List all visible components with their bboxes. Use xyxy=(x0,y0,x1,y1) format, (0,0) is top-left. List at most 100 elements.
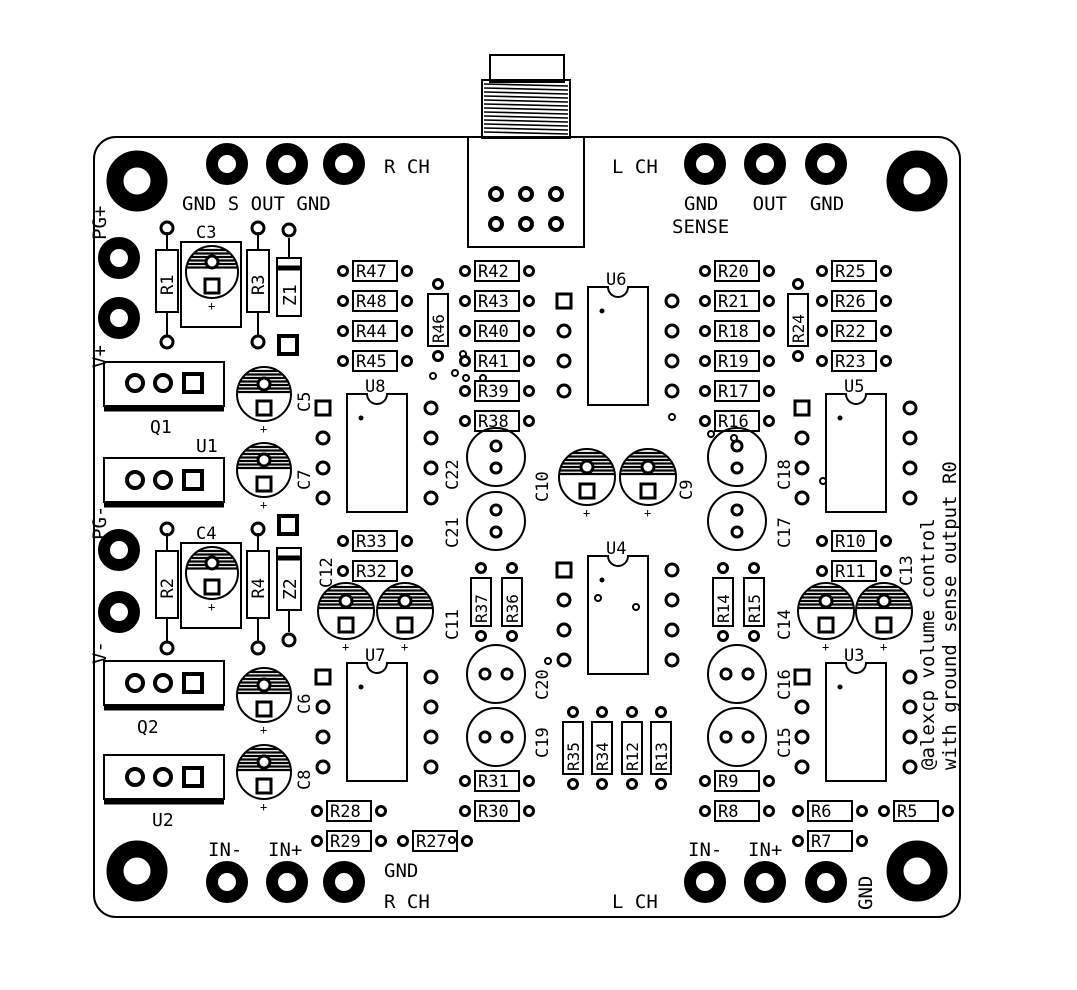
label-pg-plus: PG+ xyxy=(89,206,111,240)
vias xyxy=(429,350,827,844)
label-u8: U8 xyxy=(365,377,385,397)
power-regulators xyxy=(103,361,225,805)
resistor-r48: R48 xyxy=(337,290,413,312)
label-r46: R46 xyxy=(429,314,448,343)
label-gnd-s-out-gnd: GND S OUT GND xyxy=(182,193,331,215)
resistors: R47R48R44R45R42R43R40R41R39R38R20R21R18R… xyxy=(155,220,954,852)
svg-text:+: + xyxy=(260,800,267,814)
label-u2: U2 xyxy=(152,810,174,831)
ecap-c12: +C12 xyxy=(317,557,375,654)
label-sense: SENSE xyxy=(672,216,729,238)
label-c22: C22 xyxy=(443,459,463,490)
label-gnd-out-gnd: GND OUT GND xyxy=(684,193,844,215)
ic-u4: U4 xyxy=(555,539,680,675)
resistor-r10: R10 xyxy=(816,530,892,552)
resistor-r8: R8 xyxy=(699,800,775,822)
label-c5: C5 xyxy=(295,392,315,412)
resistor-r39: R39 xyxy=(459,380,535,402)
label-u3: U3 xyxy=(844,646,864,666)
filmcap-c11: C11 xyxy=(443,609,463,640)
mounting-holes xyxy=(106,150,948,902)
label-u6: U6 xyxy=(606,270,626,290)
label-r3: R3 xyxy=(249,275,269,295)
resistor-r20: R20 xyxy=(699,260,775,282)
svg-text:+: + xyxy=(401,640,408,654)
label-r11: R11 xyxy=(835,562,866,582)
label-r7: R7 xyxy=(811,832,831,852)
resistor-r29: R29 xyxy=(311,830,387,852)
label-r5: R5 xyxy=(897,802,917,822)
ecap-c9: +C9 xyxy=(619,448,697,520)
resistor-r6: R6 xyxy=(792,800,868,822)
label-r4: R4 xyxy=(249,578,269,598)
label-c4: C4 xyxy=(196,524,216,544)
label-r36: R36 xyxy=(503,594,522,623)
label-r42: R42 xyxy=(478,262,509,282)
filmcap-c22: C22 xyxy=(443,427,526,490)
label-z2: Z2 xyxy=(280,578,301,600)
ic-u8: U8 xyxy=(314,377,439,513)
svg-text:+: + xyxy=(880,640,887,654)
resistor-r21: R21 xyxy=(699,290,775,312)
label-r25: R25 xyxy=(835,262,866,282)
svg-text:+: + xyxy=(260,422,267,436)
label-r-ch-top: R CH xyxy=(384,156,430,178)
resistor-r5: R5 xyxy=(878,800,954,822)
resistor-r38: R38 xyxy=(459,410,535,432)
label-z1: Z1 xyxy=(280,284,301,306)
resistor-r3: R3 xyxy=(246,220,270,350)
resistor-r41: R41 xyxy=(459,350,535,372)
input-jack-connector xyxy=(467,54,585,248)
filmcap-c15: C15 xyxy=(707,707,795,767)
c3-c4-boxes xyxy=(180,241,242,629)
label-r14: R14 xyxy=(714,594,733,623)
ecap-c4: +C4 xyxy=(185,524,239,614)
label-v-minus: V- xyxy=(89,641,111,664)
label-q1: Q1 xyxy=(150,417,172,438)
label-r2: R2 xyxy=(158,578,178,598)
ic-u3: U3 xyxy=(793,646,918,782)
ecap-c7: +C7 xyxy=(236,442,315,512)
label-gnd-r: GND xyxy=(384,860,418,882)
label-c3: C3 xyxy=(196,223,216,243)
filmcap-c18: C18 xyxy=(707,427,795,490)
resistor-r23: R23 xyxy=(816,350,892,372)
resistor-r43: R43 xyxy=(459,290,535,312)
label-r6: R6 xyxy=(811,802,831,822)
label-u5: U5 xyxy=(844,377,864,397)
label-r47: R47 xyxy=(356,262,387,282)
label-r32: R32 xyxy=(356,562,387,582)
label-r20: R20 xyxy=(718,262,749,282)
resistor-r1: R1 xyxy=(155,220,179,350)
ecap-c6: +C6 xyxy=(236,667,315,737)
label-c6: C6 xyxy=(295,694,315,714)
label-c13: C13 xyxy=(897,555,917,586)
label-r40: R40 xyxy=(478,322,509,342)
label-c11: C11 xyxy=(443,609,463,640)
ecap-c5: + C5 xyxy=(236,366,315,436)
resistor-r42: R42 xyxy=(459,260,535,282)
resistor-r7: R7 xyxy=(792,830,868,852)
resistor-r44: R44 xyxy=(337,320,413,342)
label-r16: R16 xyxy=(718,412,749,432)
credit-line-1: @alexcp volume control xyxy=(917,518,939,770)
resistor-r9: R9 xyxy=(699,770,775,792)
label-r43: R43 xyxy=(478,292,509,312)
label-l-ch-top: L CH xyxy=(612,156,658,178)
label-c14: C14 xyxy=(775,609,795,640)
ecap-c13: + C13 xyxy=(855,555,917,654)
resistor-r24: R24 xyxy=(787,278,809,362)
label-r15: R15 xyxy=(745,594,764,623)
label-r26: R26 xyxy=(835,292,866,312)
label-u4: U4 xyxy=(606,539,626,559)
q1-footprint xyxy=(103,361,225,412)
resistor-r36: R36 xyxy=(501,562,523,642)
u1-footprint xyxy=(103,457,225,508)
credit-line-2: with ground sense output R0 xyxy=(939,461,961,770)
u2-footprint xyxy=(103,754,225,805)
label-r30: R30 xyxy=(478,802,509,822)
label-c10: C10 xyxy=(533,471,553,502)
label-c9: C9 xyxy=(677,480,697,500)
